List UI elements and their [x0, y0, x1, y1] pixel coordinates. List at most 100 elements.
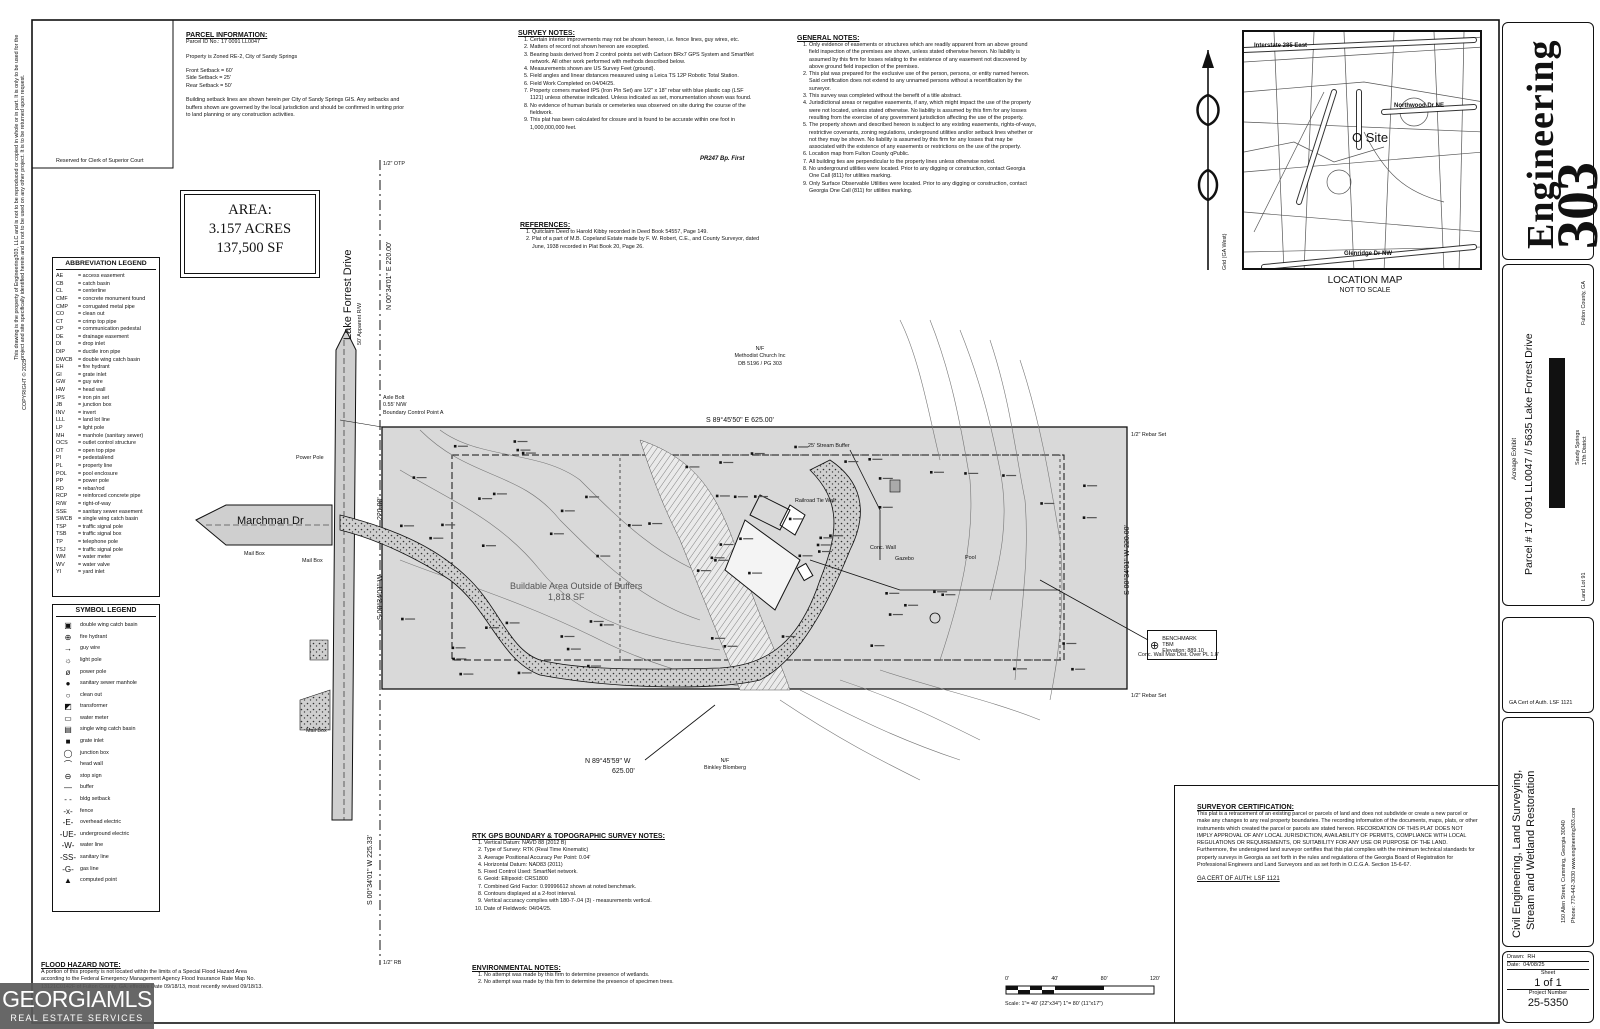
contact: Phone: 770-442-3030 www.engineering303.c… — [1571, 807, 1577, 923]
symbol-label: double wing catch basin — [80, 622, 138, 629]
spot-elevation-mark — [516, 448, 520, 452]
label-marchman: Marchman Dr — [237, 515, 304, 527]
spot-elevation-mark — [844, 460, 847, 463]
abbreviation-code: GW — [56, 379, 66, 386]
location-map-subtitle: NOT TO SCALE — [1339, 287, 1391, 294]
symbol-icon: ◩ — [64, 702, 72, 712]
general-notes-list: Only evidence of easements or structures… — [797, 42, 1037, 195]
spot-elevation-mark — [933, 590, 936, 594]
abbreviation-row: GI= grate inlet — [56, 372, 156, 380]
abbreviation-code: RD — [56, 485, 64, 492]
environmental-notes-heading: ENVIRONMENTAL NOTES: — [472, 965, 561, 972]
cert-box: GA Cert of Auth. LSF 1121 — [1502, 617, 1594, 713]
symbol-icon: → — [64, 644, 72, 654]
abbreviation-code: WV — [56, 561, 65, 568]
abbreviation-meaning: = centerline — [78, 288, 107, 295]
spot-elevation-mark — [453, 444, 457, 448]
abbreviation-row: JB= junction box — [56, 402, 156, 410]
symbol-label: light pole — [80, 656, 102, 663]
rtk-notes-heading: RTK GPS BOUNDARY & TOPOGRAPHIC SURVEY NO… — [472, 833, 665, 840]
abbreviation-legend-heading: ABBREVIATION LEGEND — [56, 260, 156, 270]
symbol-row: - -bldg setback — [56, 794, 156, 806]
spot-elevation-mark — [585, 495, 588, 499]
spot-elevation-mark — [794, 445, 797, 449]
map-label-northwood: Northwood Dr NE — [1394, 103, 1444, 109]
abbreviation-meaning: = corrugated metal pipe — [78, 303, 135, 310]
abbreviation-code: INV — [56, 409, 65, 416]
spot-elevation-mark — [829, 534, 832, 538]
symbol-icon: ⌒ — [64, 760, 72, 770]
symbol-row: -x-fence — [56, 806, 156, 818]
label-buildable-area: Buildable Area Outside of Buffers — [510, 581, 643, 591]
abbreviation-meaning: = rebar/rod — [78, 485, 105, 492]
symbol-icon: ⊖ — [64, 771, 72, 781]
gravel-driveway — [339, 459, 861, 688]
survey-note: Field Work Completed on 04/04/25. — [530, 81, 758, 88]
abbreviation-row: HW= head wall — [56, 387, 156, 395]
rtk-note: Type of Survey: RTK (Real Time Kinematic… — [484, 847, 732, 854]
environmental-notes: ENVIRONMENTAL NOTES: No attempt was made… — [472, 965, 732, 987]
gravel-patch — [309, 639, 329, 661]
abbreviation-code: CL — [56, 288, 63, 295]
georgia-mls-watermark: GEORGIAMLS REAL ESTATE SERVICES — [0, 983, 154, 1029]
map-label-site: O Site — [1352, 130, 1389, 145]
spot-elevation-mark — [429, 536, 432, 540]
abbreviation-code: TP — [56, 538, 63, 545]
survey-note: Measurements shown are US Survey Feet (g… — [530, 66, 758, 73]
project-number-value: 25-5350 — [1527, 997, 1569, 1009]
gravel-apron — [299, 689, 331, 731]
spot-elevation-mark — [1071, 667, 1074, 671]
symbol-icon: ● — [65, 679, 71, 689]
label-lake-forrest: Lake Forrest Drive — [342, 249, 354, 340]
rtk-note: Vertical Datum: NAVD 88 (2012 B) — [484, 840, 732, 847]
spot-elevation-mark — [628, 524, 631, 527]
abbreviation-row: WV= water valve — [56, 562, 156, 570]
abbreviation-code: HW — [56, 387, 65, 394]
general-note: No underground utilities were located. P… — [809, 166, 1037, 181]
general-note: This survey was completed without the be… — [809, 93, 1037, 100]
abbreviation-meaning: = outlet control structure — [78, 440, 136, 447]
symbol-legend-heading: SYMBOL LEGEND — [56, 607, 156, 617]
north-arrow-icon — [1196, 50, 1220, 270]
spot-elevation-mark — [870, 644, 874, 647]
abbreviation-row: TSP= traffic signal pole — [56, 524, 156, 532]
abbreviation-row: TSJ= traffic signal pole — [56, 546, 156, 554]
spot-elevation-mark — [459, 672, 462, 676]
spot-elevation-mark — [748, 571, 751, 575]
location-map-streets — [1244, 32, 1480, 268]
abbreviation-row: SSE= sanitary sewer easement — [56, 508, 156, 516]
survey-notes-heading: SURVEY NOTES: — [518, 30, 575, 37]
spot-elevation-mark — [964, 472, 967, 475]
symbol-label: single wing catch basin — [80, 726, 136, 733]
abbreviation-meaning: = ductile iron pipe — [78, 349, 121, 356]
spot-elevation-mark — [587, 664, 590, 668]
area-acres: 3.157 ACRES — [208, 221, 292, 237]
lake-forrest-drive — [331, 160, 381, 965]
symbol-row: ⊕fire hydrant — [56, 632, 156, 644]
label-lake-forrest-row: 50' Apparent R/W — [357, 302, 363, 345]
symbol-icon: ø — [65, 667, 71, 677]
survey-stamp: PR247 Bp. First — [700, 156, 745, 162]
label-conc-wall-over-pl: Conc. Wall Max Dist. Over PL 1.8' — [1138, 652, 1219, 658]
flood-hazard-heading: FLOOD HAZARD NOTE: — [41, 962, 121, 969]
abbreviation-meaning: = catch basin — [78, 280, 110, 287]
symbol-legend: SYMBOL LEGEND ▣double wing catch basin⊕f… — [52, 604, 160, 912]
parcel-line: Building setback lines are shown herein … — [186, 97, 400, 104]
abbreviation-row: DIP= ductile iron pipe — [56, 349, 156, 357]
abbreviation-row: DE= drainage easement — [56, 334, 156, 342]
abbreviation-row: PP= power pole — [56, 478, 156, 486]
spot-elevation-mark — [904, 603, 907, 607]
abbreviation-meaning: = traffic signal box — [78, 531, 122, 538]
abbreviation-row: LP= light pole — [56, 425, 156, 433]
abbreviation-row: OT= open top pipe — [56, 448, 156, 456]
stream-buffer — [619, 454, 1061, 661]
abbreviation-row: DI= drop inlet — [56, 341, 156, 349]
general-note: Location map from Fulton County qPublic. — [809, 151, 1037, 158]
bearing-south-line: N 89°45'59" W — [585, 758, 631, 765]
symbol-label: overhead electric — [80, 819, 122, 826]
abbreviation-code: CP — [56, 326, 64, 333]
rtk-note: Contours displayed at a 2-foot interval. — [484, 891, 732, 898]
